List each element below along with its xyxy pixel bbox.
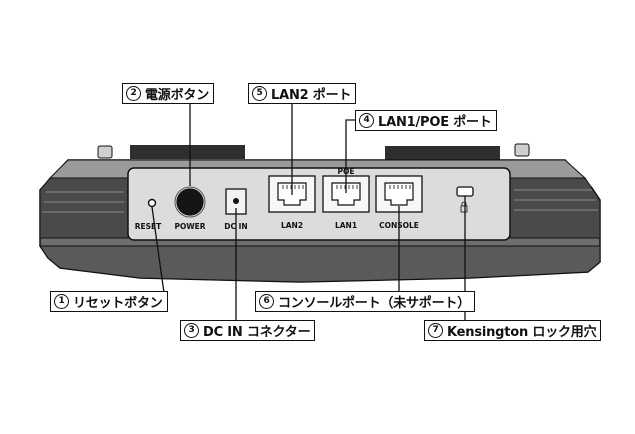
callout-number: 6 — [259, 294, 274, 309]
callout-lan2-port: 5 LAN2 ポート — [248, 83, 357, 104]
leader-lines — [151, 104, 466, 330]
lan2-port-pins — [282, 185, 304, 189]
callout-number: 2 — [126, 86, 141, 101]
reset-button[interactable] — [147, 198, 157, 208]
power-button-ring — [174, 186, 206, 218]
callout-label: Kensington ロック用穴 — [447, 325, 597, 340]
kensington-lock-icon — [460, 201, 468, 213]
lan1-label: LAN1 — [335, 221, 357, 230]
top-knob-right — [514, 143, 530, 157]
device-bottom-band — [39, 245, 601, 283]
callout-label: 電源ボタン — [145, 88, 210, 103]
leader-lan1 — [345, 119, 355, 193]
right-grip-ribs — [514, 189, 598, 211]
callout-lan1-poe-port: 4 LAN1/POE ポート — [355, 110, 497, 131]
callout-power-button: 2 電源ボタン — [122, 83, 215, 104]
callout-reset-button: 1 リセットボタン — [50, 291, 168, 312]
callout-number: 5 — [252, 86, 267, 101]
left-grip — [39, 177, 129, 239]
top-ridge-right — [385, 146, 500, 160]
lan1-port-pins — [336, 185, 358, 189]
left-grip-ribs — [42, 191, 124, 213]
reset-label: RESET — [135, 222, 162, 231]
top-knob-left — [97, 145, 113, 159]
callout-kensington-lock: 7 Kensington ロック用穴 — [424, 320, 602, 341]
callout-label: リセットボタン — [73, 296, 163, 311]
callout-label: DC IN コネクター — [203, 325, 311, 340]
console-port-pins — [389, 185, 411, 189]
lan2-label: LAN2 — [281, 221, 303, 230]
top-ridge-left — [130, 145, 245, 159]
kensington-slot — [456, 186, 474, 197]
callout-number: 7 — [428, 323, 443, 338]
callout-number: 4 — [359, 113, 374, 128]
callout-number: 1 — [54, 294, 69, 309]
power-button[interactable] — [176, 188, 204, 216]
dc-in-pin — [233, 198, 239, 204]
callout-label: LAN2 ポート — [271, 88, 352, 103]
callout-label: LAN1/POE ポート — [378, 115, 492, 130]
right-grip — [509, 177, 601, 239]
callout-console-port: 6 コンソールポート（未サポート） — [255, 291, 476, 312]
power-label: POWER — [174, 222, 205, 231]
callout-dc-in-connector: 3 DC IN コネクター — [180, 320, 316, 341]
callout-label: コンソールポート（未サポート） — [278, 296, 471, 311]
leader-reset — [151, 206, 166, 301]
callout-number: 3 — [184, 323, 199, 338]
